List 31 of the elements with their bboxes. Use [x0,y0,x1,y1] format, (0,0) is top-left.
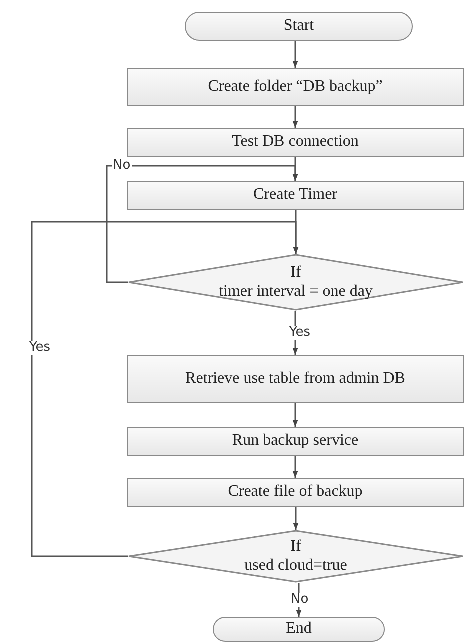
step-text: End [286,620,312,639]
arrow [106,165,298,284]
arrow [31,221,299,558]
step-text: Start [284,17,314,36]
arrow [292,456,298,478]
arrow [292,106,298,128]
process-box [127,181,464,210]
step-text: Create folder “DB backup” [208,78,383,96]
step-text: Create file of backup [228,483,363,502]
edge-label: No [290,593,310,608]
arrow [293,507,299,530]
step-text: Retrieve use table from admin DB [186,370,406,388]
edge-label: Yes [28,341,52,356]
decision-text: timer interval = one day [219,282,373,301]
process-box [127,427,464,456]
terminator-shape [213,617,385,642]
edge-label: Yes [288,326,312,340]
process-box [127,478,464,507]
arrow [292,403,298,427]
process-box [127,128,464,157]
terminator-shape [185,12,413,41]
arrow [292,41,298,68]
decision-text: If [290,264,302,282]
step-text: Run backup service [232,432,359,451]
process-box [127,68,464,106]
decision-text: If [290,538,302,556]
process-box [127,355,464,403]
arrow [292,311,298,355]
decision-text: used cloud=true [244,556,348,575]
step-text: Create Timer [254,186,338,205]
step-text: Test DB connection [232,133,359,152]
